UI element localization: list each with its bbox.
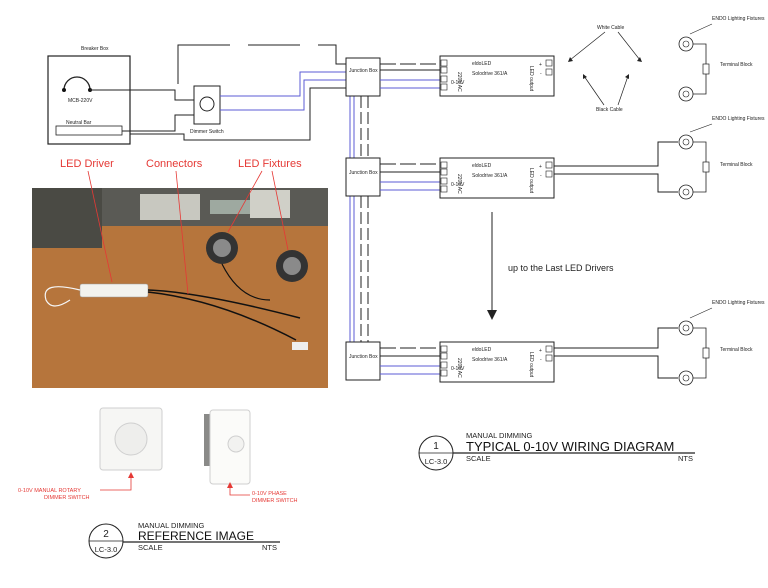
- fixtures-group-3: Terminal Block ENDO Lighting Fixtures: [678, 300, 765, 386]
- driver-control: 0-10V: [451, 366, 465, 372]
- photo-label-fixtures: LED Fixtures: [238, 158, 302, 170]
- reference-photo: [32, 188, 328, 388]
- rotary-dimmer-image: 0-10V MANUAL ROTARY DIMMER SWITCH: [18, 407, 163, 501]
- junction-box-label: Junction Box: [349, 354, 378, 360]
- title-block-2: 2 LC-3.0 MANUAL DIMMING REFERENCE IMAGE …: [88, 521, 280, 559]
- driver-control: 0-10V: [451, 80, 465, 86]
- driver-minus: -: [540, 173, 542, 179]
- title-2-scale: NTS: [262, 543, 277, 552]
- led-fixture: [678, 86, 694, 102]
- driver-input: 220V AC: [456, 72, 462, 92]
- dimmer-switch-schematic: Dimmer Switch: [190, 85, 224, 135]
- title-2-title: REFERENCE IMAGE: [138, 529, 254, 543]
- driver-plus: +: [539, 348, 542, 354]
- driver-minus: -: [540, 357, 542, 363]
- led-fixture: [678, 184, 694, 200]
- driver-output: LED output: [528, 66, 534, 92]
- title-2-sheet: LC-3.0: [95, 545, 118, 554]
- title-1-subtitle: MANUAL DIMMING: [466, 431, 533, 440]
- title-2-number: 2: [103, 529, 109, 540]
- row-wires: [380, 63, 678, 379]
- terminal-block-label: Terminal Block: [720, 347, 753, 353]
- title-block-1: 1 LC-3.0 MANUAL DIMMING TYPICAL 0-10V WI…: [418, 431, 695, 471]
- fixture-label: ENDO Lighting Fixtures: [712, 16, 765, 22]
- driver-model: Solodrive 361/A: [472, 357, 508, 363]
- fixture-label: ENDO Lighting Fixtures: [712, 116, 765, 122]
- title-1-title: TYPICAL 0-10V WIRING DIAGRAM: [466, 439, 674, 454]
- neutral-bar-label: Neutral Bar: [66, 120, 92, 126]
- junction-box-label: Junction Box: [349, 68, 378, 74]
- led-fixture: [678, 320, 694, 336]
- white-cable-label: White Cable: [597, 25, 624, 31]
- photo-label-connectors: Connectors: [146, 158, 203, 170]
- title-2-scale-label: SCALE: [138, 543, 163, 552]
- feed-wires: [90, 44, 348, 141]
- photo-label-driver: LED Driver: [60, 158, 114, 170]
- junction-box-1: Junction Box: [345, 57, 381, 97]
- phase-label-line1: 0-10V PHASE: [252, 491, 287, 497]
- photo-annotations: LED Driver Connectors LED Fixtures: [60, 158, 302, 295]
- title-1-scale: NTS: [678, 454, 693, 463]
- driver-brand: eldoLED: [472, 61, 492, 67]
- driver-output: LED output: [528, 168, 534, 194]
- junction-box-label: Junction Box: [349, 170, 378, 176]
- continuation-label: up to the Last LED Drivers: [508, 263, 614, 273]
- terminal-block: [702, 347, 710, 359]
- title-1-sheet: LC-3.0: [425, 457, 448, 466]
- rotary-label-line2: DIMMER SWITCH: [44, 495, 90, 501]
- terminal-block: [702, 63, 710, 75]
- driver-brand: eldoLED: [472, 347, 492, 353]
- fixtures-group-2: Terminal Block ENDO Lighting Fixtures: [678, 116, 765, 200]
- led-fixture: [678, 36, 694, 52]
- fixture-label: ENDO Lighting Fixtures: [712, 300, 765, 306]
- driver-model: Solodrive 361/A: [472, 71, 508, 77]
- junction-box-3: Junction Box: [345, 341, 381, 381]
- driver-output: LED output: [528, 352, 534, 378]
- terminal-block: [702, 161, 710, 173]
- phase-dimmer-image: 0-10V PHASE DIMMER SWITCH: [204, 409, 298, 504]
- led-driver-1: eldoLED Solodrive 361/A 220V AC 0-10V LE…: [439, 55, 555, 97]
- led-driver-2: eldoLED Solodrive 361/A 220V AC 0-10V LE…: [439, 157, 555, 199]
- title-1-number: 1: [433, 441, 439, 452]
- driver-minus: -: [540, 71, 542, 77]
- mcb-arc: [63, 76, 91, 91]
- driver-brand: eldoLED: [472, 163, 492, 169]
- driver-input: 220V AC: [456, 358, 462, 378]
- driver-model: Solodrive 361/A: [472, 173, 508, 179]
- photo-led-driver: [79, 283, 149, 298]
- breaker-box-title: Breaker Box: [81, 46, 109, 52]
- vertical-trunk: [349, 96, 369, 342]
- fixtures-group-1: Terminal Block ENDO Lighting Fixtures: [678, 16, 765, 102]
- mcb-label: MCB-220V: [68, 98, 93, 104]
- black-cable-label: Black Cable: [596, 107, 623, 113]
- phase-label-line2: DIMMER SWITCH: [252, 498, 298, 504]
- driver-plus: +: [539, 164, 542, 170]
- title-1-scale-label: SCALE: [466, 454, 491, 463]
- rotary-label-line1: 0-10V MANUAL ROTARY: [18, 488, 81, 494]
- terminal-block-label: Terminal Block: [720, 62, 753, 68]
- junction-box-2: Junction Box: [345, 157, 381, 197]
- continuation-arrow: up to the Last LED Drivers: [487, 212, 614, 320]
- terminal-block-label: Terminal Block: [720, 162, 753, 168]
- led-driver-3: eldoLED Solodrive 361/A 220V AC 0-10V LE…: [439, 341, 555, 383]
- driver-control: 0-10V: [451, 182, 465, 188]
- led-fixture: [678, 370, 694, 386]
- neutral-bar: [55, 125, 123, 136]
- led-fixture: [678, 134, 694, 150]
- title-2-subtitle: MANUAL DIMMING: [138, 521, 205, 530]
- driver-input: 220V AC: [456, 174, 462, 194]
- breaker-box: Breaker Box MCB-220V Neutral Bar: [47, 46, 131, 145]
- cable-callouts: White Cable Black Cable: [568, 25, 642, 113]
- dimmer-switch-label: Dimmer Switch: [190, 129, 224, 135]
- driver-plus: +: [539, 62, 542, 68]
